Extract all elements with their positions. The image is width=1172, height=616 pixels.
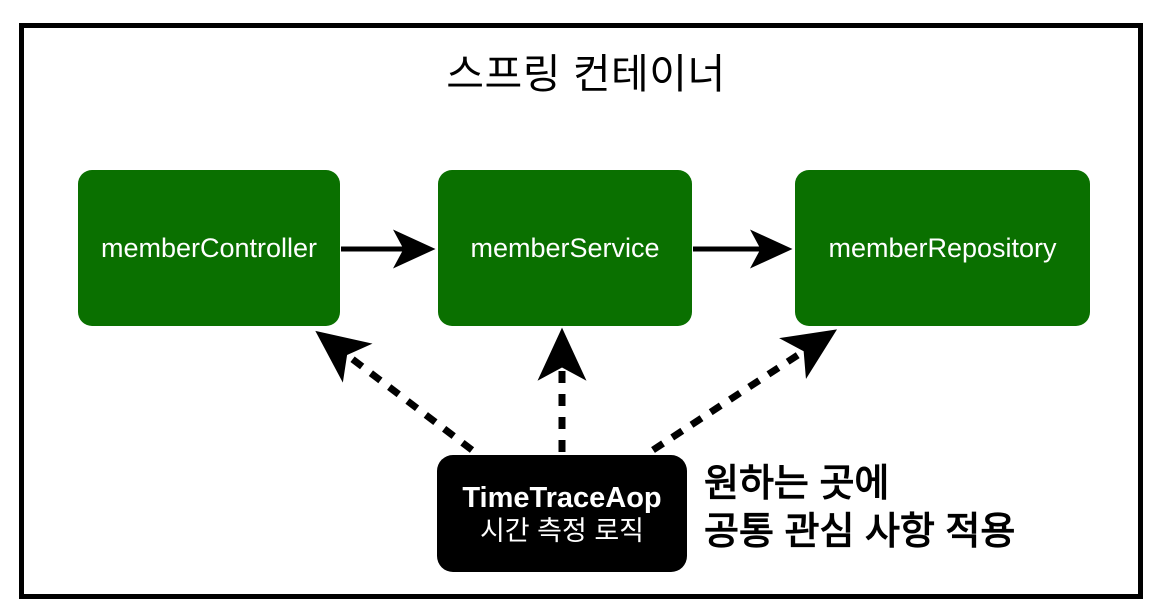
aspect-time-trace-aop[interactable]: TimeTraceAop 시간 측정 로직 — [437, 455, 687, 572]
aspect-annotation: 원하는 곳에 공통 관심 사항 적용 — [704, 460, 1015, 556]
annotation-line-1: 원하는 곳에 — [704, 463, 890, 505]
bean-member-service[interactable]: memberService — [438, 170, 692, 326]
aspect-subtitle: 시간 측정 로직 — [479, 515, 645, 546]
bean-member-controller[interactable]: memberController — [78, 170, 340, 326]
bean-label: memberController — [100, 232, 318, 263]
annotation-line-2: 공통 관심 사항 적용 — [704, 511, 1016, 553]
aspect-title: TimeTraceAop — [462, 481, 662, 514]
bean-label: memberService — [470, 232, 660, 263]
bean-member-repository[interactable]: memberRepository — [795, 170, 1090, 326]
spring-container-title: 스프링 컨테이너 — [446, 51, 726, 97]
bean-label: memberRepository — [828, 232, 1057, 263]
